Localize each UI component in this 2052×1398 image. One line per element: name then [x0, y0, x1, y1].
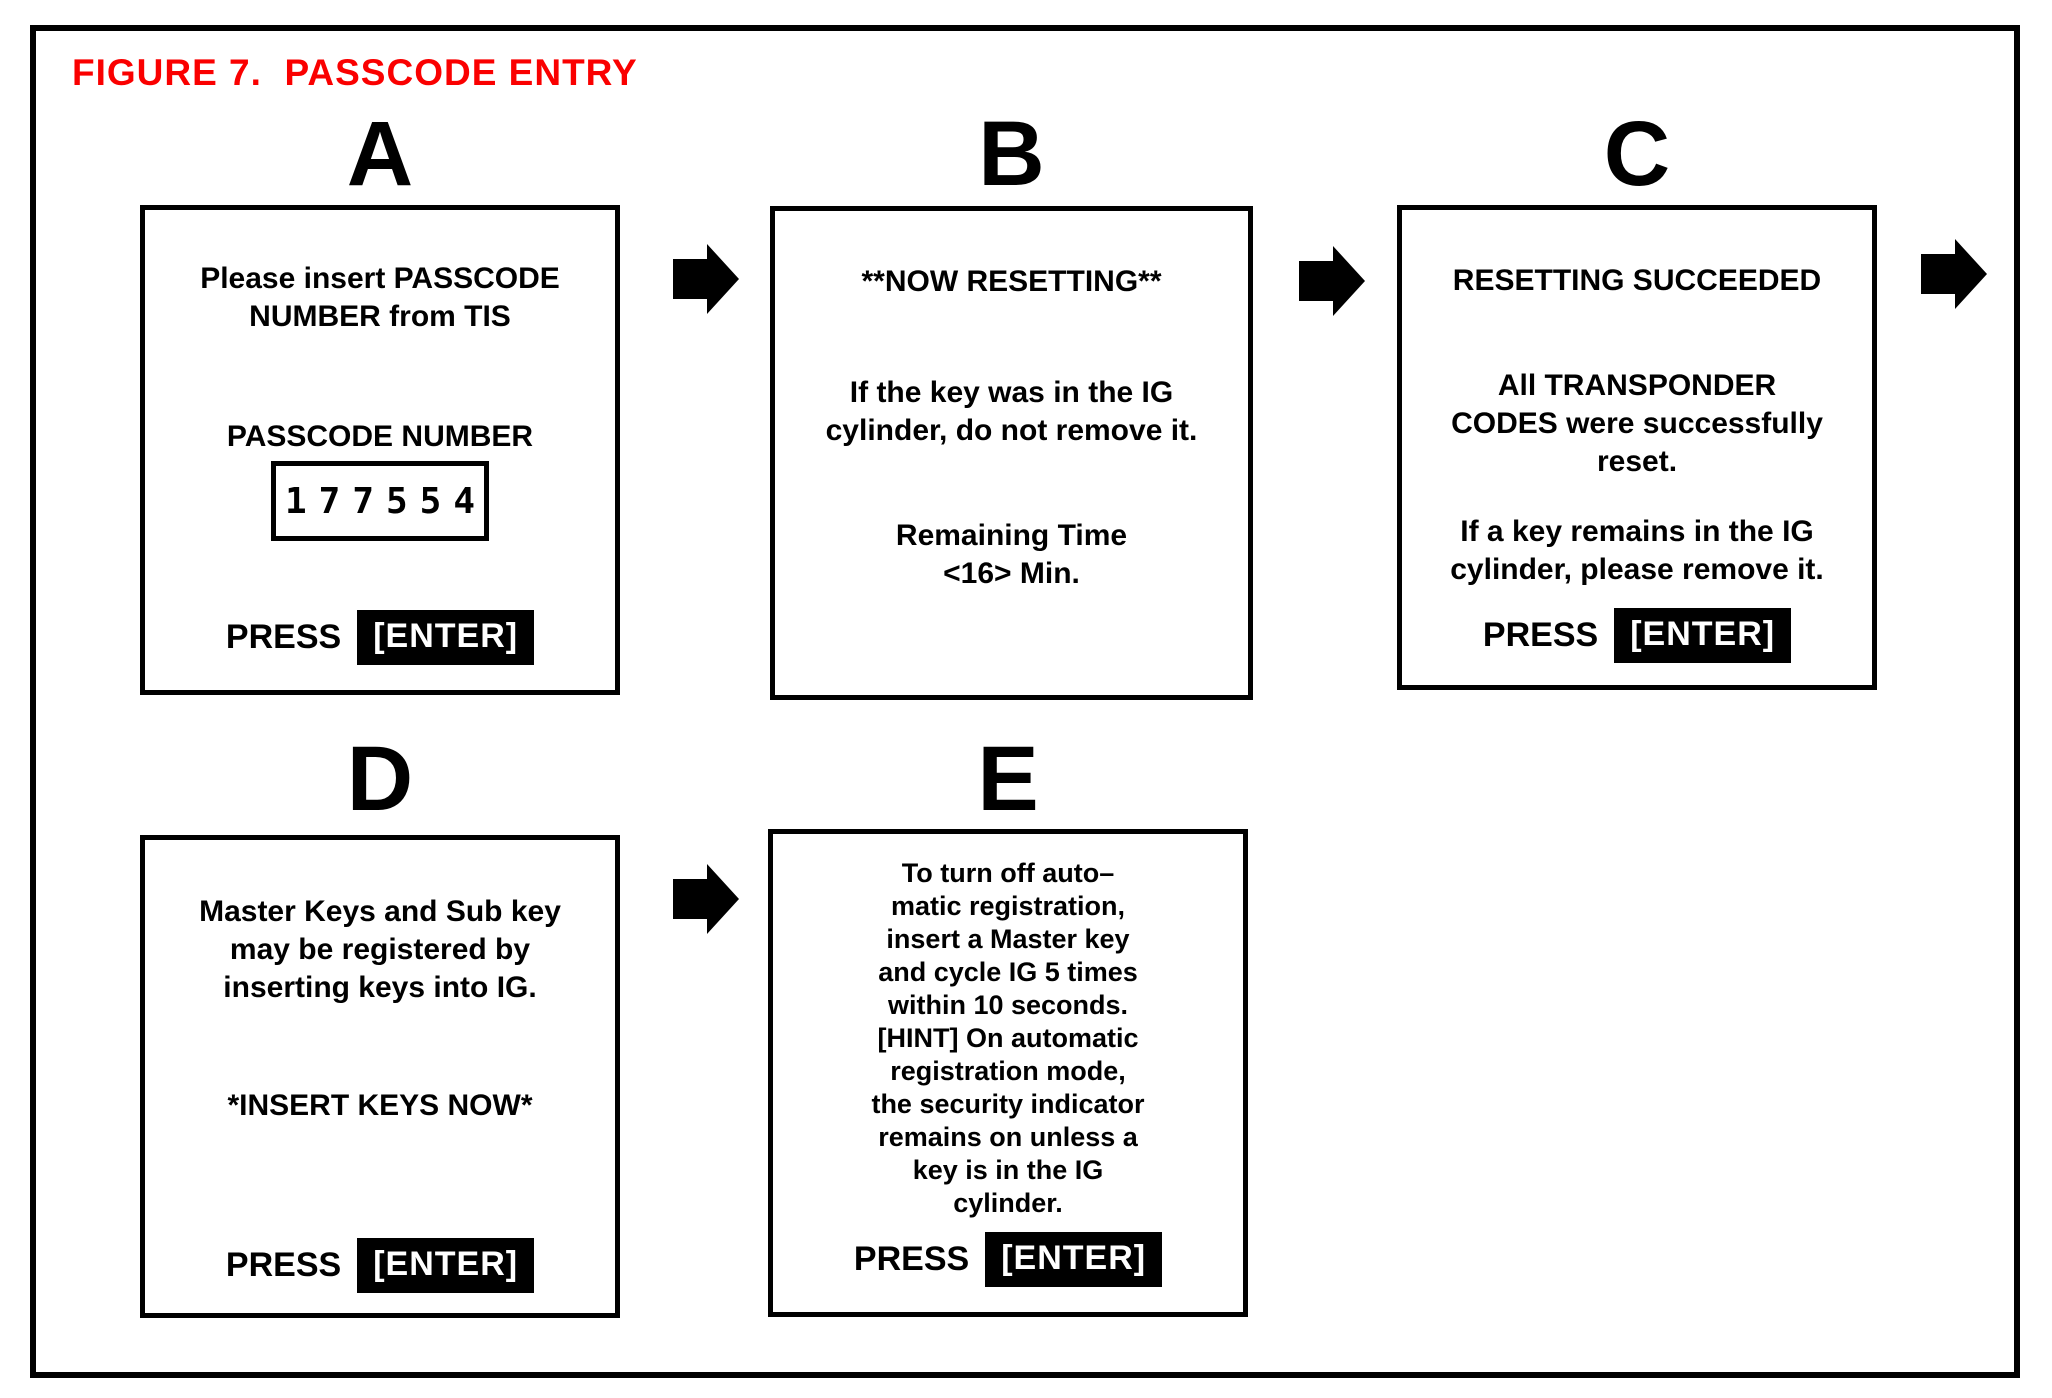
press-label: PRESS — [225, 618, 342, 656]
passcode-number-label: PASSCODE NUMBER — [226, 420, 534, 453]
screen-text-block: All TRANSPONDER CODES were successfully … — [1402, 367, 1872, 481]
screen-title: RESETTING SUCCEEDED — [1452, 264, 1822, 297]
screen-text-line: cylinder. — [953, 1188, 1063, 1218]
press-label: PRESS — [853, 1240, 970, 1278]
screen-text-line: remains on unless a — [878, 1122, 1138, 1152]
figure-title: FIGURE 7. PASSCODE ENTRY — [72, 52, 638, 93]
enter-key-badge: [ENTER] — [1614, 608, 1792, 663]
remaining-time-value: <16> Min. — [943, 557, 1080, 590]
screen-text-line: matic registration, — [890, 891, 1126, 921]
screen-panel-a: Please insert PASSCODE NUMBER from TIS P… — [140, 205, 620, 695]
screen-text-line: reset. — [1596, 445, 1678, 478]
screen-text-line: Master Keys and Sub key — [199, 895, 561, 928]
arrow-right-icon — [1921, 239, 1987, 309]
arrow-right-icon — [673, 864, 739, 934]
screen-text-line: and cycle IG 5 times — [878, 957, 1138, 987]
arrow-right-icon — [673, 244, 739, 314]
press-enter-row: PRESS [ENTER] — [145, 610, 615, 665]
enter-key-badge: [ENTER] — [985, 1232, 1163, 1287]
screen-text-block: Master Keys and Sub key may be registere… — [145, 893, 615, 1007]
screen-text-line: If the key was in the IG — [849, 376, 1174, 409]
screen-text-line: Remaining Time — [895, 519, 1128, 552]
screen-text-line: cylinder, do not remove it. — [825, 414, 1198, 447]
press-enter-row: PRESS [ENTER] — [773, 1232, 1243, 1287]
screen-text-line: may be registered by — [229, 933, 531, 966]
panel-label-b: B — [978, 103, 1045, 205]
panel-label-e: E — [977, 728, 1039, 830]
screen-text-line: [HINT] On automatic — [877, 1023, 1139, 1053]
passcode-value: 177554 — [284, 480, 488, 522]
insert-keys-now-line: *INSERT KEYS NOW* — [227, 1089, 533, 1122]
screen-text-line: Please insert PASSCODE — [200, 262, 560, 295]
screen-text-line: registration mode, — [890, 1056, 1126, 1086]
screen-panel-c: RESETTING SUCCEEDED All TRANSPONDER CODE… — [1397, 205, 1877, 690]
panel-label-d: D — [346, 728, 414, 830]
enter-key-badge: [ENTER] — [357, 610, 535, 665]
screen-text-line: key is in the IG — [912, 1155, 1104, 1185]
screen-text-block: To turn off auto– matic registration, in… — [773, 857, 1243, 1220]
screen-text-line: the security indicator — [871, 1089, 1145, 1119]
screen-text-line: inserting keys into IG. — [223, 971, 537, 1004]
remaining-time-block: Remaining Time <16> Min. — [775, 517, 1248, 593]
enter-key-badge: [ENTER] — [357, 1238, 535, 1293]
press-label: PRESS — [225, 1246, 342, 1284]
screen-text-line: cylinder, please remove it. — [1450, 553, 1824, 586]
screen-panel-b: **NOW RESETTING** If the key was in the … — [770, 206, 1253, 700]
passcode-input-box: 177554 — [271, 461, 489, 541]
panel-label-c: C — [1603, 103, 1671, 205]
arrow-right-icon — [1299, 246, 1365, 316]
screen-text-line: If a key remains in the IG — [1460, 515, 1814, 548]
screen-text-line: Please insert PASSCODE NUMBER from TIS — [145, 260, 615, 336]
press-label: PRESS — [1482, 616, 1599, 654]
screen-text-line: All TRANSPONDER — [1497, 369, 1777, 402]
screen-panel-e: To turn off auto– matic registration, in… — [768, 829, 1248, 1317]
screen-text-block: If the key was in the IG cylinder, do no… — [775, 374, 1248, 450]
screen-panel-d: Master Keys and Sub key may be registere… — [140, 835, 620, 1318]
screen-text-block: If a key remains in the IG cylinder, ple… — [1402, 513, 1872, 589]
screen-text-line: CODES were successfully — [1451, 407, 1823, 440]
screen-text-line: To turn off auto– — [901, 858, 1115, 888]
screen-text-line: insert a Master key — [886, 924, 1130, 954]
panel-label-a: A — [346, 103, 414, 205]
press-enter-row: PRESS [ENTER] — [1402, 608, 1872, 663]
screen-title: **NOW RESETTING** — [861, 265, 1162, 298]
screen-text-line: within 10 seconds. — [887, 990, 1129, 1020]
screen-text-line: NUMBER from TIS — [249, 300, 511, 333]
press-enter-row: PRESS [ENTER] — [145, 1238, 615, 1293]
